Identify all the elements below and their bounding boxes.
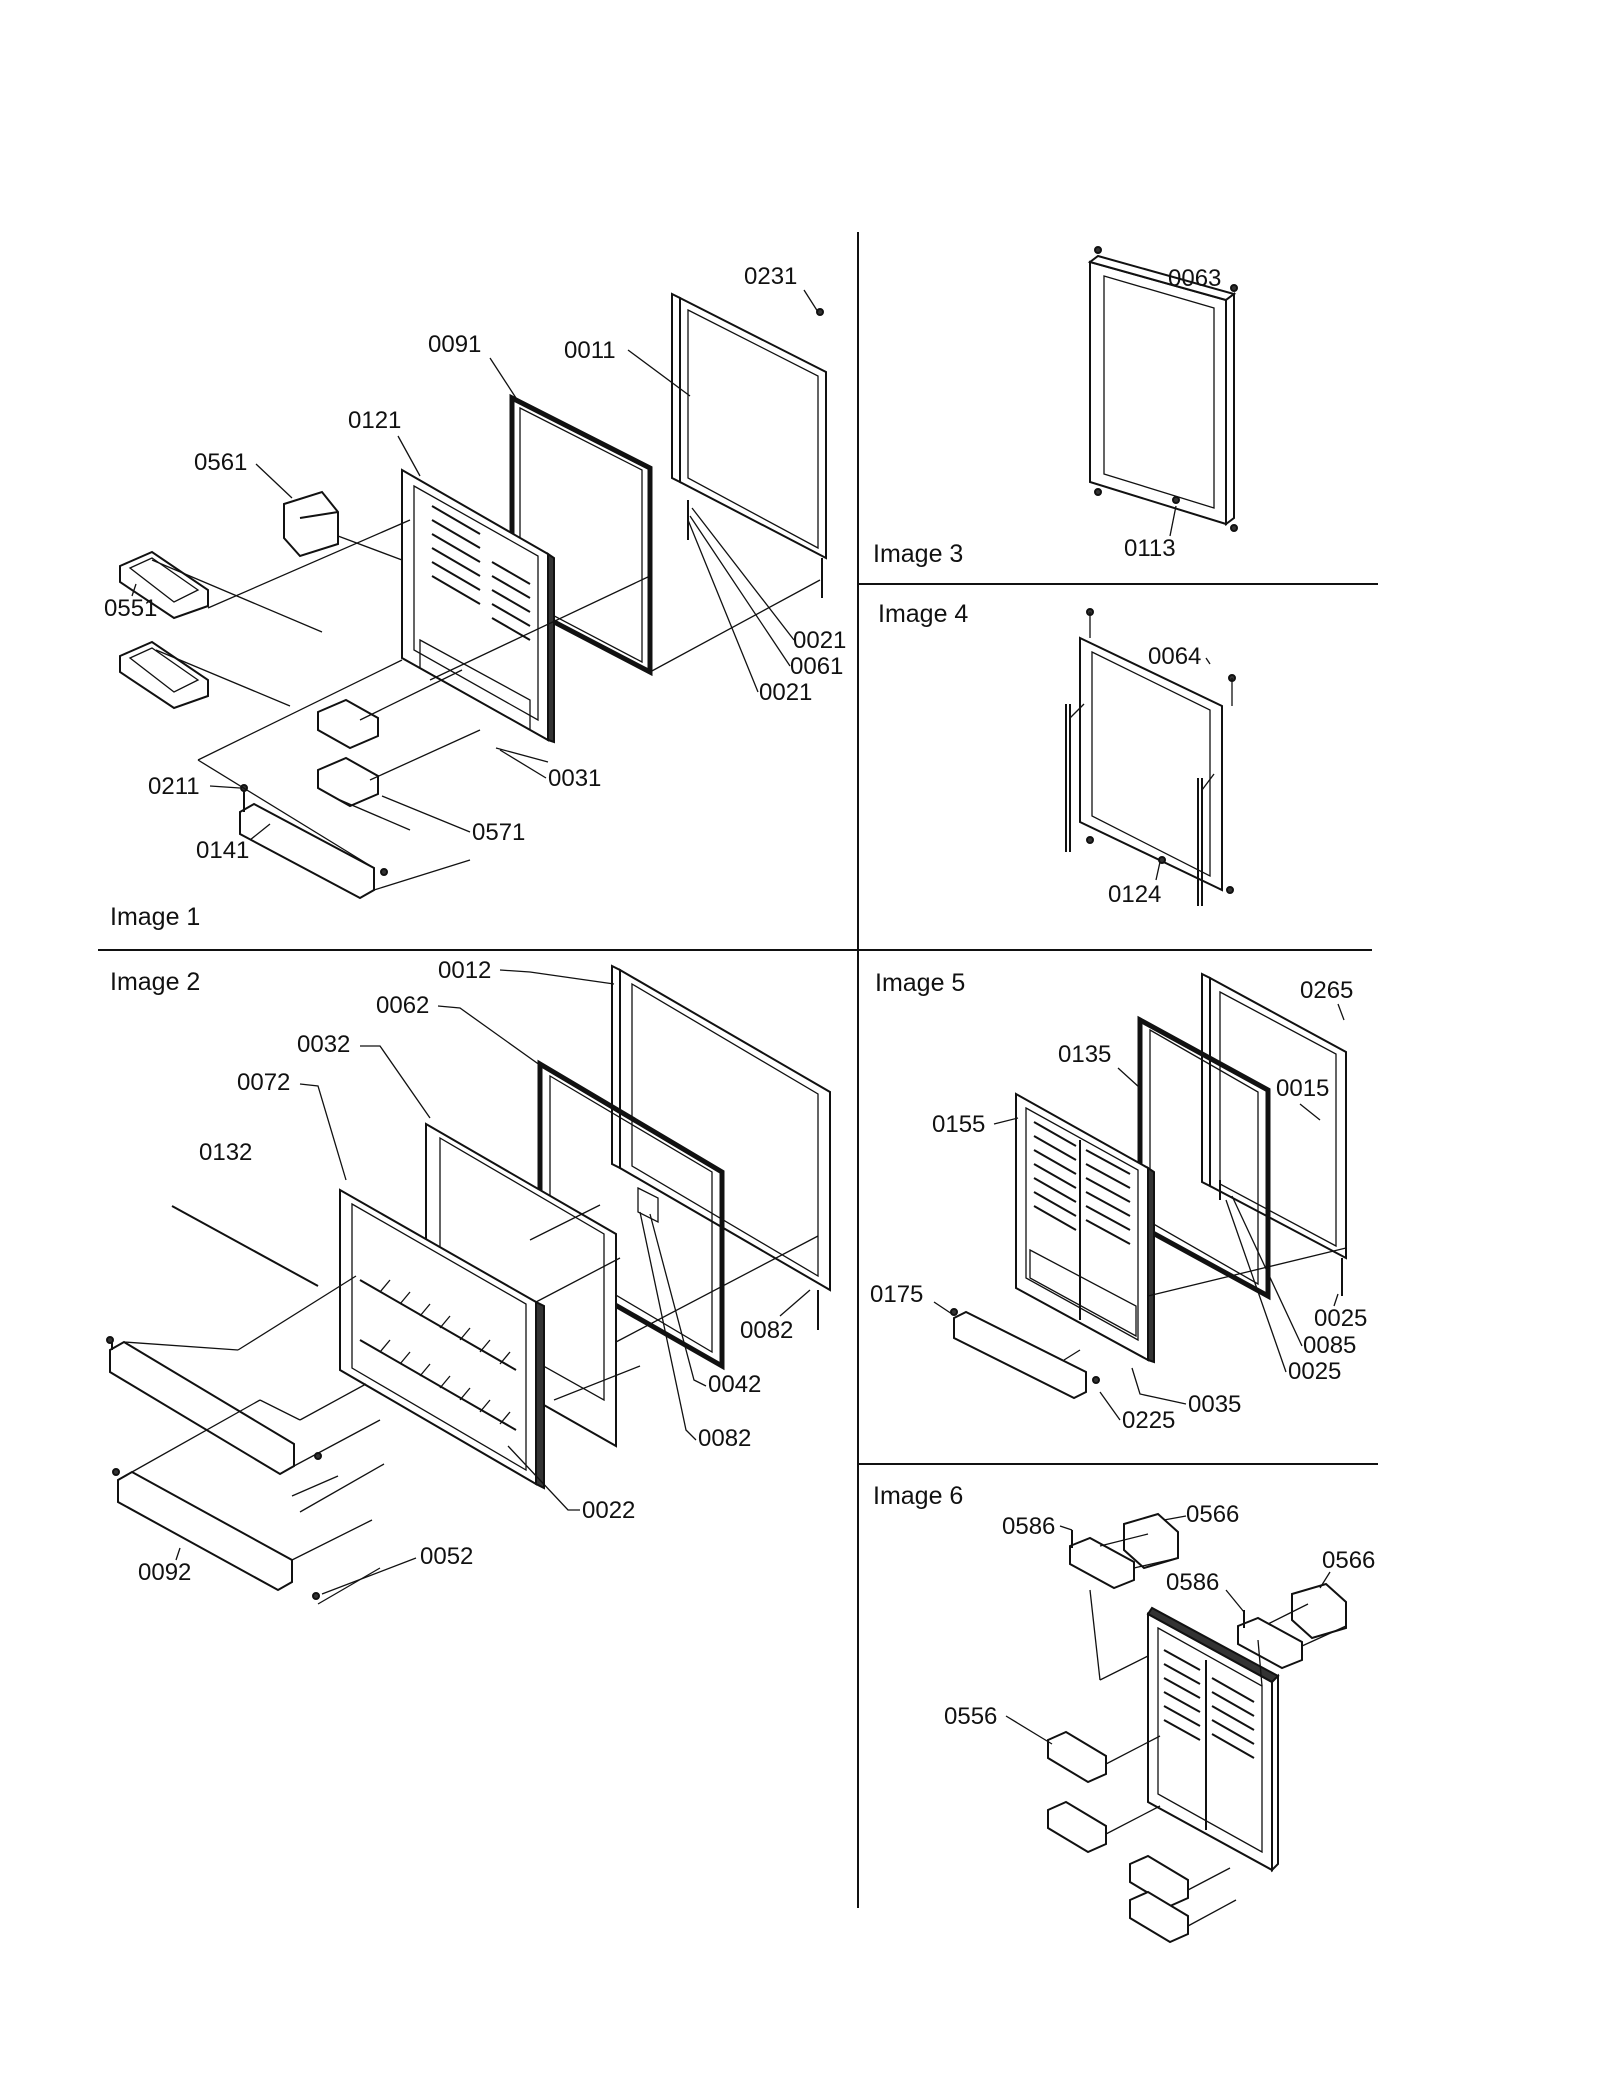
frame-0063: [1089, 260, 1227, 526]
callout-0031: 0031: [548, 765, 601, 792]
image-4-callouts: 0064 0124: [1108, 643, 1211, 908]
callout-0025-a: 0025: [1314, 1305, 1367, 1332]
image-2-drawing: [106, 964, 831, 1600]
outer-door-panel-0015: [1209, 976, 1347, 1260]
callout-0566-b: 0566: [1322, 1547, 1375, 1574]
callout-0082-b: 0082: [698, 1425, 751, 1452]
shelf-rod: [171, 1205, 319, 1287]
panel-title-image-3: Image 3: [873, 540, 963, 568]
freezer-door-shelf: [109, 1340, 295, 1476]
callout-0586-b: 0586: [1166, 1569, 1219, 1596]
callout-0011: 0011: [564, 337, 616, 364]
door-gasket-0135: [1137, 1015, 1271, 1301]
image-6-drawing: [1047, 1512, 1347, 1944]
freezer-liner: [339, 1188, 545, 1490]
callout-0121: 0121: [348, 407, 401, 434]
callout-0556: 0556: [944, 1703, 997, 1730]
callout-0124: 0124: [1108, 881, 1161, 908]
callout-0015: 0015: [1276, 1075, 1329, 1102]
callout-0032: 0032: [297, 1031, 350, 1058]
callout-0042: 0042: [708, 1371, 761, 1398]
callout-0586-a: 0586: [1002, 1513, 1055, 1540]
callout-0021-b: 0021: [759, 679, 812, 706]
image-6-callouts: 0586 0566 0586 0566 0556: [944, 1501, 1375, 1745]
callout-0141: 0141: [196, 837, 249, 864]
callout-0135: 0135: [1058, 1041, 1111, 1068]
callout-0062: 0062: [376, 992, 429, 1019]
door-shelves: [119, 550, 209, 710]
inner-door-liner-0155: [1015, 1092, 1155, 1364]
callout-0085: 0085: [1303, 1332, 1356, 1359]
door-shelf-0175: [953, 1310, 1087, 1400]
callout-0035: 0035: [1188, 1391, 1241, 1418]
bracket-0586-a: [1069, 1536, 1135, 1590]
callout-0113: 0113: [1124, 535, 1176, 562]
callout-0231: 0231: [744, 263, 797, 290]
callout-0072: 0072: [237, 1069, 290, 1096]
callout-0566-a: 0566: [1186, 1501, 1239, 1528]
callout-0064: 0064: [1148, 643, 1201, 670]
outer-door-panel: [679, 296, 827, 560]
image-4-drawing: [1065, 608, 1236, 906]
callout-0063: 0063: [1168, 265, 1221, 292]
compartment-0566-b: [1291, 1582, 1347, 1640]
panel-title-image-6: Image 6: [873, 1482, 963, 1510]
callout-0132: 0132: [199, 1139, 252, 1166]
callout-0052: 0052: [420, 1543, 473, 1570]
callout-0021-a: 0021: [793, 627, 846, 654]
image-3-drawing: [1087, 246, 1238, 532]
bracket-0586-b: [1237, 1616, 1303, 1670]
callout-0082-a: 0082: [740, 1317, 793, 1344]
dairy-compartment: [283, 490, 339, 558]
frame-0064: [1079, 636, 1223, 892]
callout-0061: 0061: [790, 653, 843, 680]
inner-door-liner: [401, 468, 555, 744]
panel-title-image-4: Image 4: [878, 600, 968, 628]
panel-title-image-5: Image 5: [875, 969, 965, 997]
callout-0551: 0551: [104, 595, 157, 622]
bottom-shelf: [239, 802, 375, 900]
callout-0561: 0561: [194, 449, 247, 476]
image-1-callouts: 0231 0091 0011 0121 0561 0551 0021 0061 …: [104, 263, 846, 864]
image-2-callouts: 0012 0062 0032 0072 0132 0082 0042 0082 …: [138, 957, 811, 1605]
callout-0025-b: 0025: [1288, 1358, 1341, 1385]
panel-dividers: [98, 232, 1378, 1908]
panel-title-image-1: Image 1: [110, 903, 200, 931]
assembly-lines: [151, 519, 821, 891]
door-liner-image-6: [1146, 1606, 1280, 1873]
image-5-callouts: 0265 0135 0015 0155 0175 0025 0085 0025 …: [870, 977, 1367, 1434]
panel-title-image-2: Image 2: [110, 968, 200, 996]
callout-0091: 0091: [428, 331, 481, 358]
callout-0092: 0092: [138, 1559, 191, 1586]
callout-0265: 0265: [1300, 977, 1353, 1004]
callout-0225: 0225: [1122, 1407, 1175, 1434]
callout-0022: 0022: [582, 1497, 635, 1524]
image-6-assembly-lines: [1089, 1533, 1347, 1927]
image-1-drawing: [119, 292, 827, 900]
callout-0211: 0211: [148, 773, 200, 800]
image-2-assembly-lines: [123, 1204, 819, 1561]
callout-0012: 0012: [438, 957, 491, 984]
image-3-callouts: 0063 0113: [1124, 265, 1221, 562]
bin-0556: [1047, 1730, 1107, 1784]
small-bin: [317, 698, 379, 750]
callout-0155: 0155: [932, 1111, 985, 1138]
callout-0175: 0175: [870, 1281, 923, 1308]
image-5-drawing: [950, 972, 1347, 1400]
callout-0571: 0571: [472, 819, 525, 846]
